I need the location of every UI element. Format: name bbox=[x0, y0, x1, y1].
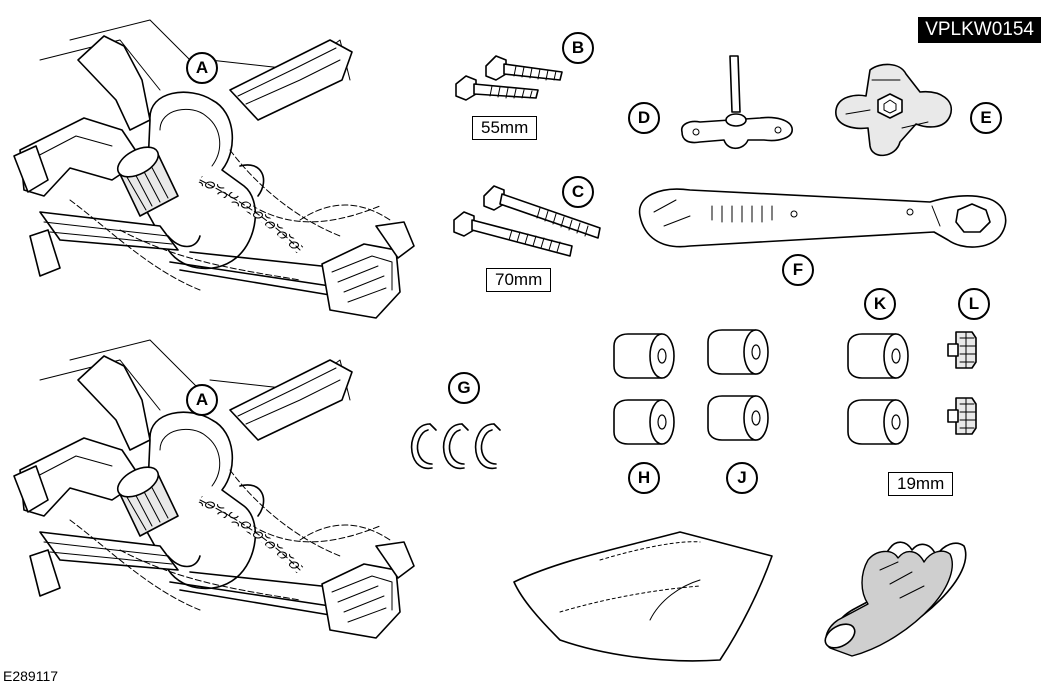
snow-chain-bottom-drawing bbox=[14, 340, 414, 638]
callout-j: J bbox=[726, 462, 758, 494]
dimension-bolt-short: 55mm bbox=[472, 116, 538, 140]
callout-f: F bbox=[782, 254, 814, 286]
callout-l: L bbox=[958, 288, 990, 320]
dimension-bolt-long: 70mm bbox=[486, 268, 552, 292]
callout-a-top: A bbox=[186, 52, 218, 84]
cross-knob-drawing bbox=[835, 63, 953, 157]
bolt-70mm-drawing bbox=[453, 185, 601, 257]
callout-a-bottom: A bbox=[186, 384, 218, 416]
callout-k: K bbox=[864, 288, 896, 320]
callout-b: B bbox=[562, 32, 594, 64]
spacers-h-drawing bbox=[613, 333, 675, 445]
spacers-k-drawing bbox=[847, 333, 909, 445]
wrench-drawing bbox=[638, 188, 1007, 248]
key-tool-drawing bbox=[680, 55, 793, 150]
clips-l-drawing bbox=[947, 331, 977, 435]
bolt-55mm-drawing bbox=[455, 55, 563, 101]
figure-id: E289117 bbox=[3, 668, 59, 684]
callout-d: D bbox=[628, 102, 660, 134]
callout-e: E bbox=[970, 102, 1002, 134]
callout-g: G bbox=[448, 372, 480, 404]
storage-bag-drawing bbox=[513, 531, 773, 662]
c-clips-g-drawing bbox=[410, 423, 501, 470]
reference-code: VPLKW0154 bbox=[918, 17, 1041, 43]
gloves-drawing bbox=[824, 541, 967, 657]
spacers-j-drawing bbox=[707, 329, 769, 441]
callout-h: H bbox=[628, 462, 660, 494]
callout-c: C bbox=[562, 176, 594, 208]
dimension-spacer-k: 19mm bbox=[888, 472, 954, 496]
